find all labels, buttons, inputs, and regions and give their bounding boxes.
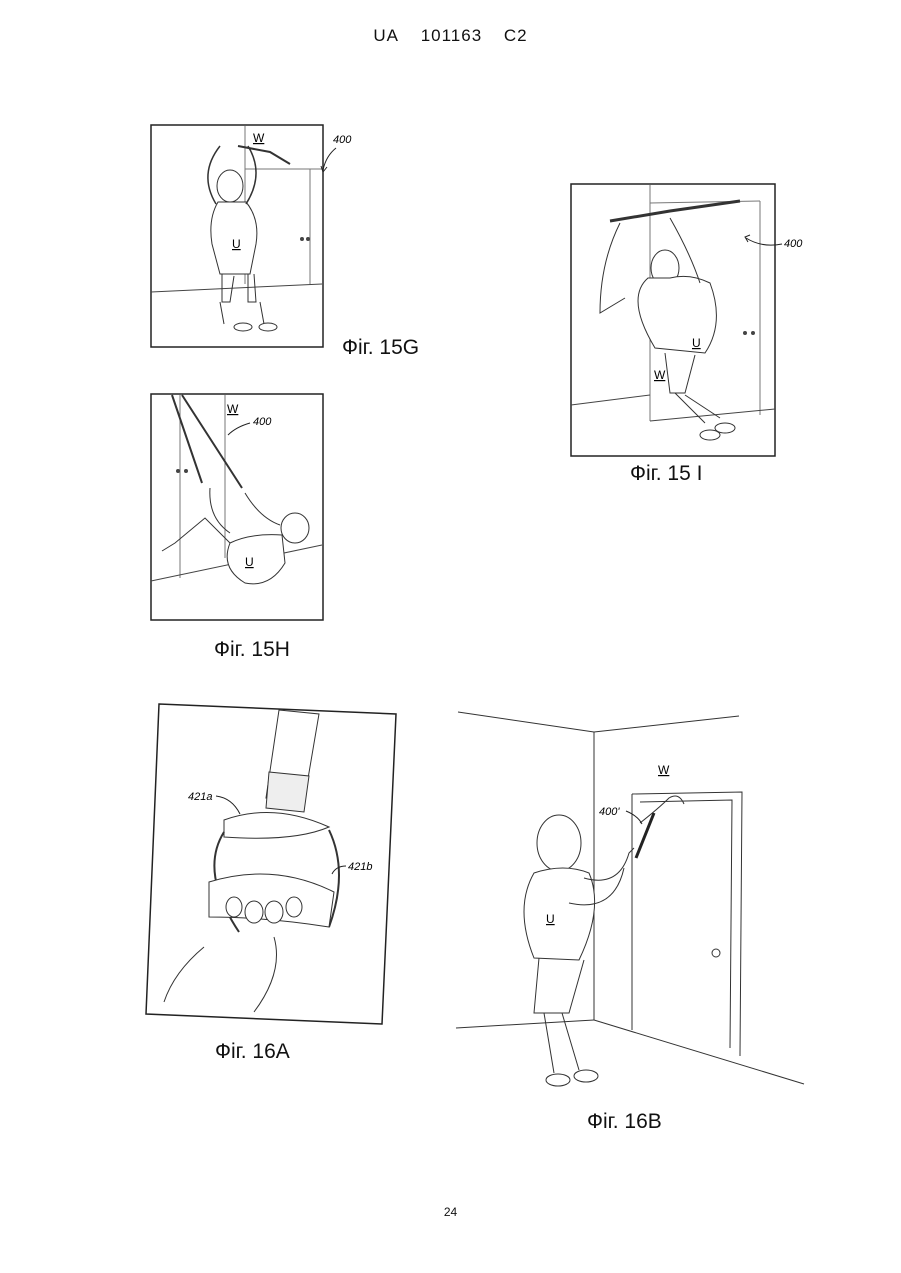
wall-label: W [658,763,670,777]
document-header: UA 101163 C2 [0,26,901,46]
user-label: U [245,555,254,569]
user-label: U [692,336,701,350]
header-country: UA [373,26,399,45]
reference-number: 400 [784,238,803,250]
figure-15i-reference: 400 [738,230,808,260]
reference-number: 400 [253,416,272,428]
wall-label: W [253,131,265,145]
figure-16a-illustration: 421a 421b [144,702,400,1027]
figure-15h-illustration: W U 400 [150,393,324,621]
reference-label-b: 421b [348,861,372,873]
figure-15g-reference: 400 [320,128,370,178]
figure-16b-illustration: W U 400' [454,708,810,1090]
wall-label: W [654,368,666,382]
figure-15g-illustration: W U [150,124,324,348]
figure-16a-caption: Фіг. 16A [215,1040,290,1064]
reference-label-a: 421a [188,791,212,803]
header-kind: C2 [504,26,528,45]
user-label: U [232,237,241,251]
reference-number: 400' [599,806,620,818]
wall-label: W [227,402,239,416]
reference-number: 400 [333,134,352,146]
user-label: U [546,912,555,926]
figure-16b-caption: Фіг. 16B [587,1110,662,1134]
figure-15h-caption: Фіг. 15H [214,638,290,662]
figure-15i-caption: Фіг. 15 I [630,462,702,486]
header-number: 101163 [421,26,482,45]
figure-15g-caption: Фіг. 15G [342,336,419,360]
figure-15i-illustration: U W [570,183,776,457]
page-number: 24 [0,1205,901,1219]
